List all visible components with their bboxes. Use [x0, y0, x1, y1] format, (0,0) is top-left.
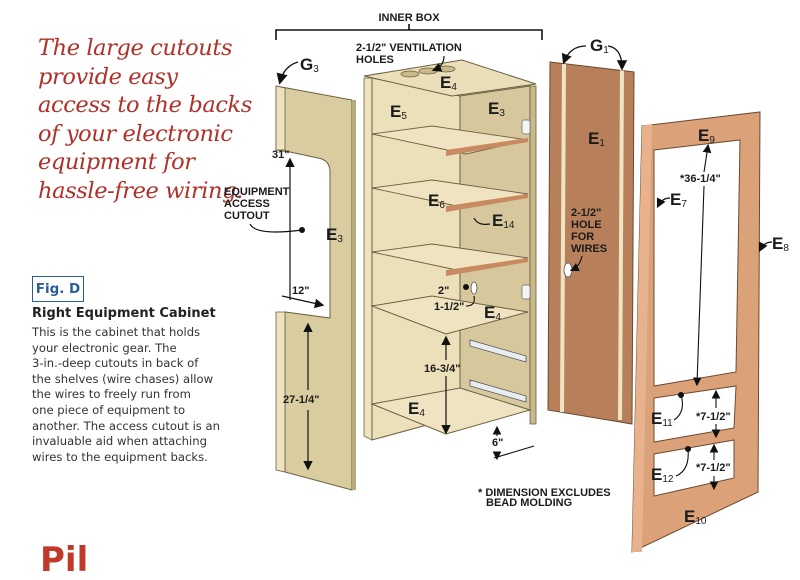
dim-7-1-2-upper: *7-1/2": [696, 411, 731, 423]
g3-leader: [276, 61, 299, 85]
caption-line: invaluable aid when attaching: [32, 434, 207, 449]
dim-16-3-4: 16-3/4": [424, 363, 460, 375]
pull-quote-line: equipment for: [38, 149, 195, 175]
wire-hole-label-2: HOLE: [571, 219, 602, 231]
part-label-e6: E6: [428, 191, 445, 211]
figure-caption: This is the cabinet that holds your elec…: [32, 325, 232, 465]
part-label-e14: E14: [492, 211, 515, 231]
g1-leader-left: [561, 45, 587, 65]
part-label-e5: E5: [390, 102, 407, 122]
part-label-e4-shelf: E4: [484, 303, 501, 323]
part-label-e10: E10: [684, 507, 707, 527]
part-label-e3-back: E3: [488, 99, 505, 119]
pull-quote-line: access to the backs: [38, 92, 252, 118]
wire-hole-label-4: WIRES: [571, 243, 607, 255]
dim-36-line-up: [702, 143, 712, 173]
door-frame: [631, 111, 761, 553]
figure-label: Fig. D: [32, 276, 84, 302]
caption-line: your electronic gear. The: [32, 340, 177, 355]
dim-12: 12": [292, 285, 309, 297]
inner-box-carcass: [363, 59, 537, 441]
part-label-g1: G1: [590, 36, 609, 56]
part-label-e4-top: E4: [440, 73, 457, 93]
side-panel-e3: [275, 85, 356, 491]
dim-7-1-2-lower: *7-1/2": [696, 462, 731, 474]
part-label-e11: E11: [651, 409, 673, 429]
part-label-e3-side: E3: [326, 225, 343, 245]
inner-box-bracket: [275, 24, 543, 40]
part-label-g3: G3: [300, 55, 319, 75]
footnote-line-1: * DIMENSION EXCLUDES: [478, 487, 611, 499]
e14-leader: [473, 217, 491, 225]
dim-1-1-2: 1-1/2": [434, 301, 464, 313]
caption-line: the wires to freely run from: [32, 387, 191, 402]
wire-hole-label-1: 2-1/2": [571, 207, 601, 219]
dim-31: 31": [272, 149, 289, 161]
e11-leader: [673, 394, 683, 421]
caption-line: This is the cabinet that holds: [32, 325, 201, 339]
access-cutout-dot: [299, 227, 305, 233]
caption-line: another. The access cutout is an: [32, 418, 220, 433]
figure-title: Right Equipment Cabinet: [32, 306, 216, 321]
access-cutout-label-1: EQUIPMENT: [224, 186, 290, 198]
caption-line: one piece of equipment to: [32, 402, 186, 417]
ventilation-label-1: 2-1/2" VENTILATION: [356, 42, 462, 54]
access-cutout-label-3: CUTOUT: [224, 210, 270, 222]
part-label-e4-bottom: E4: [408, 399, 425, 419]
dim-36-line-down: [692, 185, 705, 387]
dim-6: 6": [492, 437, 503, 449]
part-label-e1: E1: [588, 129, 605, 149]
footnote-line-2: BEAD MOLDING: [486, 497, 572, 509]
hole-2-dot: [463, 284, 469, 290]
e7-leader: [656, 197, 671, 209]
cabinet-diagram: INNER BOX G3 31" 12" EQUIPMENT ACCESS CU…: [224, 12, 789, 553]
caption-line: 3-in.-deep cutouts in back of: [32, 356, 199, 371]
access-cutout-leader: [249, 223, 303, 233]
part-label-e8: E8: [772, 234, 789, 254]
ventilation-leader: [431, 55, 445, 72]
part-label-e7: E7: [670, 190, 687, 210]
caption-line: the shelves (wire chases) allow: [32, 371, 214, 386]
part-label-e12: E12: [651, 465, 674, 485]
dim-2: 2": [438, 285, 449, 297]
wire-hole-leader: [570, 255, 583, 271]
access-cutout-label-2: ACCESS: [224, 198, 270, 210]
e8-leader: [758, 241, 773, 253]
part-label-e9: E9: [698, 126, 715, 146]
back-panel-e1: [547, 61, 635, 425]
dim-36-1-4: *36-1/4": [680, 173, 721, 185]
ventilation-label-2: HOLES: [356, 54, 394, 66]
pull-quote-line: provide easy: [38, 63, 178, 90]
dim-6-base: [493, 445, 535, 459]
e12-leader: [675, 448, 689, 477]
pull-quote-line: of your electronic: [38, 120, 233, 147]
pull-quote-line: The large cutouts: [38, 35, 233, 61]
pull-quote-line: hassle-free wiring.: [38, 177, 243, 204]
caption-line: wires to the equipment backs.: [32, 449, 208, 464]
g1-leader-right: [607, 45, 628, 71]
hole-1-5-leader: [465, 295, 475, 307]
wire-hole-label-3: FOR: [571, 231, 594, 243]
dim-27-1-4: 27-1/4": [283, 394, 319, 406]
dim-12-line: [281, 295, 325, 309]
inner-box-label: INNER BOX: [378, 12, 440, 24]
pull-quote: The large cutouts provide easy access to…: [38, 34, 252, 205]
